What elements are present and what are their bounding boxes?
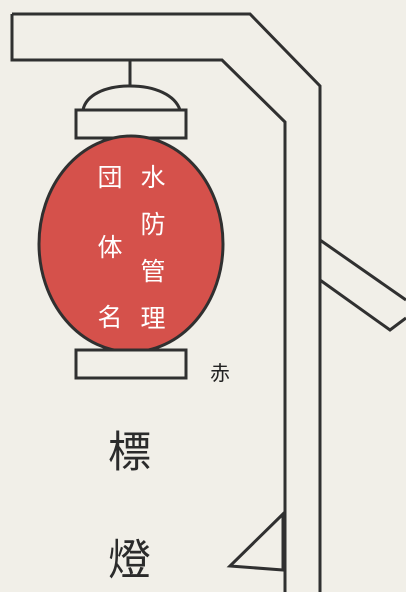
lantern-right-char-2: 防 (140, 210, 166, 239)
lantern-bottom-cap (74, 348, 188, 380)
lantern-left-char-2: 体 (97, 233, 123, 262)
lantern-left-char-3: 名 (97, 303, 123, 332)
support-triangle (226, 510, 285, 572)
title-char-1: 標 (108, 428, 151, 478)
hanging-bracket (10, 12, 322, 592)
lantern-right-char-4: 理 (140, 304, 166, 333)
lantern-top-dome (81, 84, 183, 112)
title-char-2: 燈 (108, 536, 151, 586)
lantern-left-char-1: 団 (97, 163, 123, 192)
lantern-right-char-3: 管 (140, 257, 166, 286)
lantern-right-char-1: 水 (140, 163, 166, 192)
lantern-body (37, 134, 225, 354)
lantern-left-column: 団 体 名 (95, 165, 125, 330)
lantern-right-column: 水 防 管 理 (138, 165, 168, 331)
lantern-top-cap (74, 108, 188, 140)
side-beam (319, 238, 406, 332)
color-label: 赤 (210, 361, 230, 385)
